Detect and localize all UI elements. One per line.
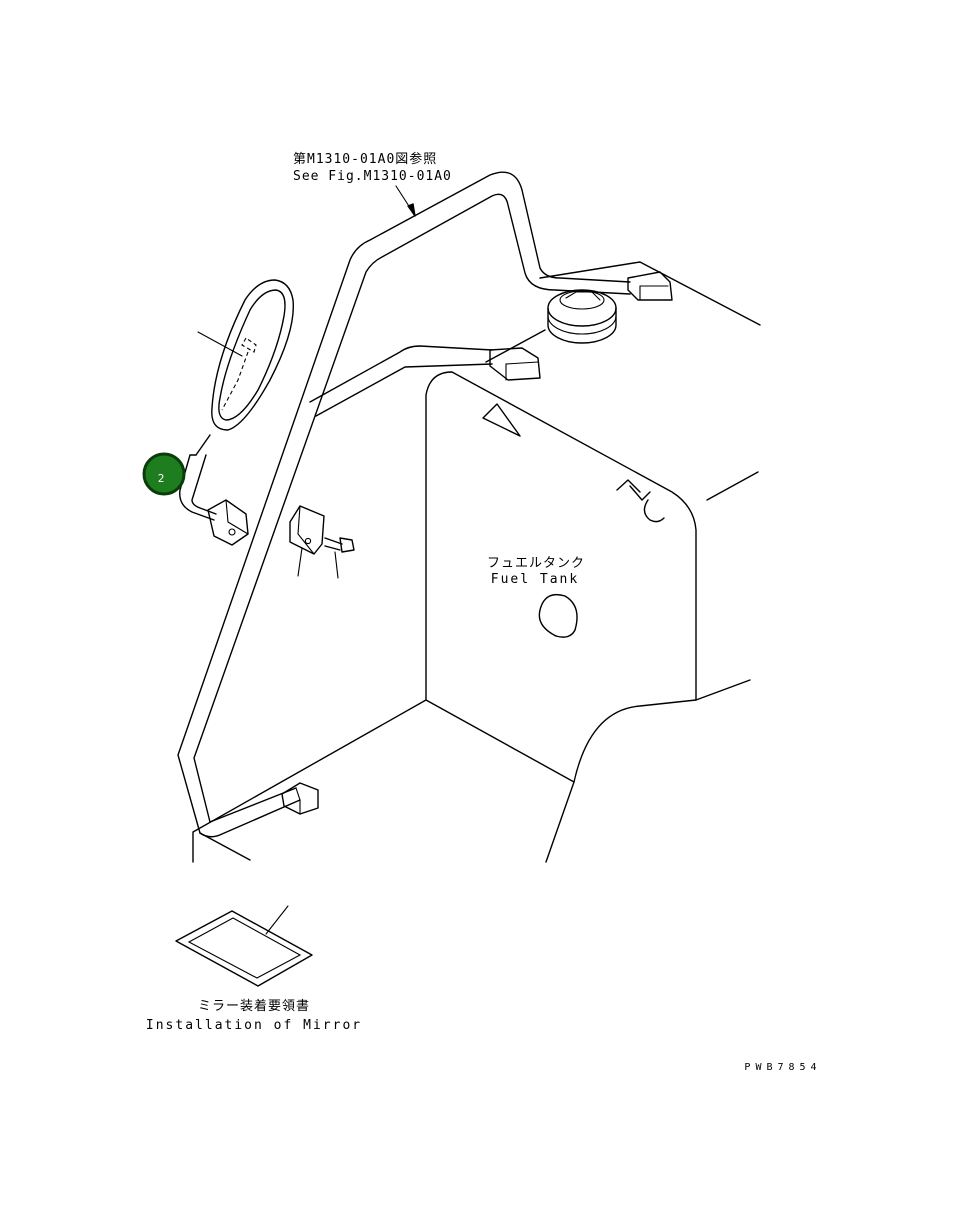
mirror-assembly [179, 279, 295, 546]
part-number-badge[interactable]: 2 [142, 452, 186, 496]
part-number-label: 2 [158, 472, 165, 485]
see-fig-label-jp: 第M1310-01A0図参照 [293, 151, 437, 167]
rail-clamp [289, 505, 325, 577]
manual-label-en: Installation of Mirror [146, 1018, 362, 1033]
fuel-symbol-mark [616, 479, 665, 523]
see-fig-leader [395, 185, 416, 217]
filler-cap [547, 289, 617, 344]
fuel-tank [192, 261, 761, 863]
fuel-tank-label-en: Fuel Tank [491, 572, 579, 587]
level-gauge [538, 593, 578, 638]
drawing-code: PWB7854 [744, 1062, 821, 1073]
handrail [177, 171, 673, 838]
fuel-tank-label-jp: フュエルタンク [487, 556, 585, 571]
manual-label-jp: ミラー装着要領書 [198, 998, 310, 1014]
triangle-mark [482, 403, 521, 437]
bolt [324, 537, 355, 579]
installation-manual-sheet [175, 905, 313, 987]
see-fig-label-en: See Fig.M1310-01A0 [293, 169, 452, 184]
